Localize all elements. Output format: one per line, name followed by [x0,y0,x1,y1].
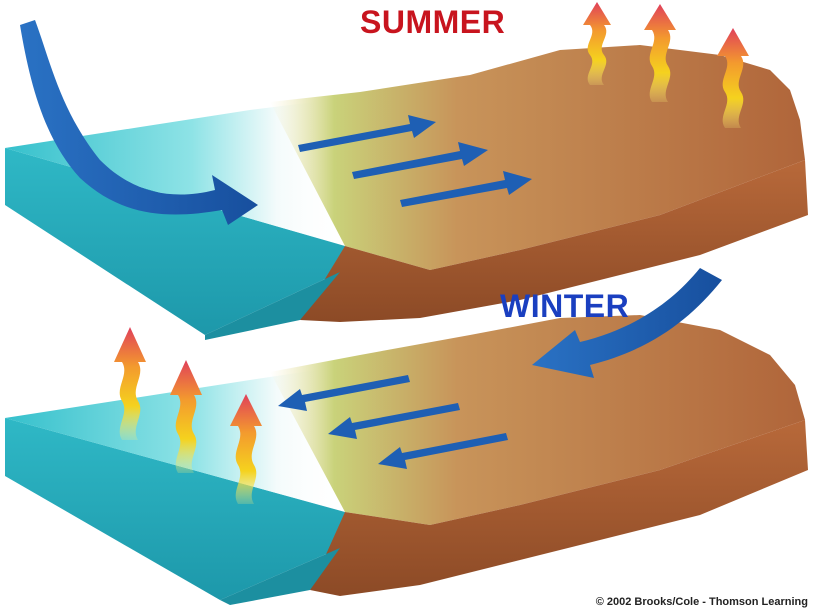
heat-rising-arrow-icon [583,2,611,85]
summer-wind-arrows [298,115,532,207]
winter-land-side [310,420,808,596]
summer-ocean-side [5,148,345,335]
heat-rising-arrow-icon [230,394,262,504]
winter-ocean-front [220,548,340,605]
heat-rising-arrow-icon [717,28,749,128]
winter-panel [5,268,808,605]
heat-rising-arrow-icon [644,4,676,102]
winter-land-surface [270,315,805,525]
heat-rising-arrow-icon [170,360,202,473]
summer-ocean-front [205,272,340,340]
wind-arrow-icon [328,403,460,439]
summer-label: SUMMER [360,4,506,40]
summer-land-side [300,160,808,322]
winter-label: WINTER [500,288,630,324]
winter-wind-arrow-large [532,268,722,378]
wind-arrow-icon [400,171,532,207]
winter-heat-arrows [114,327,262,504]
wind-arrow-icon [278,375,410,411]
wind-arrow-icon [378,433,508,469]
winter-wind-arrows [278,375,508,469]
copyright-notice: © 2002 Brooks/Cole - Thomson Learning [595,596,808,608]
summer-land-surface [270,45,805,270]
summer-panel [5,2,808,340]
wind-arrow-icon [352,142,488,179]
winter-ocean-surface [5,368,345,512]
winter-ocean-side [5,418,345,600]
wind-arrow-icon [298,115,436,152]
summer-heat-arrows [583,2,749,128]
heat-rising-arrow-icon [114,327,146,440]
summer-ocean-surface [5,100,345,246]
summer-wind-arrow-large [20,20,258,225]
